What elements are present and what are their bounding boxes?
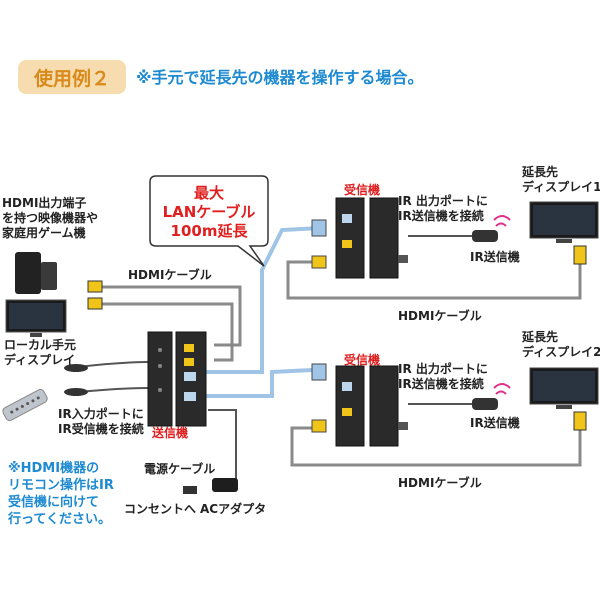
local-display-line2: ディスプレイ xyxy=(4,353,76,367)
remote-note-line4: 行ってください。 xyxy=(8,512,111,527)
receiver-2-ir-line1: IR 出力ポートに xyxy=(398,362,488,376)
callout-line3: 100m延長 xyxy=(170,222,248,240)
lan-cable-2 xyxy=(206,368,313,398)
hdmi-cable-display1 xyxy=(286,260,582,300)
receiver-unit-2-icon xyxy=(335,365,408,447)
receiver-2-cable-plugs xyxy=(311,363,327,433)
ir-receiver-cables xyxy=(77,361,151,393)
hdmi-connector-source-icon xyxy=(87,280,103,310)
receiver-1-cable-plugs xyxy=(311,219,327,269)
receiver-2-hdmi-cable-label: HDMIケーブル xyxy=(398,476,482,490)
receiver-2-ir-label: IR 出力ポートに IR送信機を接続 xyxy=(398,362,488,392)
lan-callout-bubble xyxy=(149,175,269,267)
ac-adapter-icon xyxy=(183,478,238,494)
receiver-unit-1-icon xyxy=(335,197,408,279)
lan-cable-1 xyxy=(206,226,321,374)
receiver-1-ir-line1: IR 出力ポートに xyxy=(398,194,488,208)
outlet-label: コンセントへ xyxy=(124,502,197,516)
ir-sender-2-icon xyxy=(408,383,511,410)
hdmi-cable-display2 xyxy=(290,426,582,467)
lan-callout-text: 最大 LANケーブル 100m延長 xyxy=(152,184,266,241)
local-display-line1: ローカル手元 xyxy=(4,338,77,352)
receiver-1-ir-label: IR 出力ポートに IR送信機を接続 xyxy=(398,194,488,224)
display-1-line2: ディスプレイ1 xyxy=(522,180,600,194)
example-badge: 使用例２ xyxy=(18,60,126,94)
remote-note-line2: リモコン操作はIR xyxy=(8,478,114,493)
receiver-2-title: 受信機 xyxy=(344,353,381,367)
ac-adapter-label: ACアダプタ xyxy=(200,502,267,516)
hdmi-cable-label: HDMIケーブル xyxy=(128,268,212,282)
hdmi-source-line3: 家庭用ゲーム機 xyxy=(2,226,86,240)
hdmi-source-line1: HDMI出力端子 xyxy=(2,196,87,210)
receiver-2-ir-line2: IR送信機を接続 xyxy=(398,377,484,391)
ir-input-line1: IR入力ポートに xyxy=(58,407,144,421)
hdmi-source-line2: を持つ映像機器や xyxy=(2,211,99,225)
receiver-1-ir-line2: IR送信機を接続 xyxy=(398,209,484,223)
local-display-label: ローカル手元 ディスプレイ xyxy=(4,338,76,368)
ir-receiver-icon xyxy=(64,364,88,396)
display-1-label: 延長先 ディスプレイ1 xyxy=(522,165,600,195)
extended-display-2-icon xyxy=(529,367,599,431)
transmitter-unit-icon xyxy=(147,331,207,427)
display-2-line1: 延長先 xyxy=(522,330,559,344)
local-display-icon xyxy=(5,299,67,337)
receiver-1-hdmi-cable-label: HDMIケーブル xyxy=(398,309,482,323)
remote-control-icon xyxy=(2,388,48,422)
header-note: ※手元で延長先の機器を操作する場合。 xyxy=(136,68,424,87)
remote-note: ※HDMI機器の リモコン操作はIR 受信機に向けて 行ってください。 xyxy=(8,460,114,528)
remote-note-line1: ※HDMI機器の xyxy=(8,461,100,476)
hdmi-source-label: HDMI出力端子 を持つ映像機器や 家庭用ゲーム機 xyxy=(2,196,98,241)
callout-line1: 最大 xyxy=(193,184,224,202)
power-cable-label: 電源ケーブル xyxy=(144,462,216,476)
ir-sender-1-icon xyxy=(408,215,511,242)
ir-sender-2-label: IR送信機 xyxy=(470,416,520,430)
ir-sender-1-label: IR送信機 xyxy=(470,250,520,264)
display-1-line1: 延長先 xyxy=(522,165,559,179)
ir-input-line2: IR受信機を接続 xyxy=(58,422,144,436)
transmitter-label: 送信機 xyxy=(152,426,189,440)
remote-note-line3: 受信機に向けて xyxy=(8,495,100,510)
game-console-icon xyxy=(15,252,57,294)
ir-input-label: IR入力ポートに IR受信機を接続 xyxy=(58,407,144,437)
display-2-label: 延長先 ディスプレイ2 xyxy=(522,330,600,360)
display-2-line2: ディスプレイ2 xyxy=(522,345,600,359)
callout-line2: LANケーブル xyxy=(162,203,256,221)
receiver-1-title: 受信機 xyxy=(344,183,381,197)
extended-display-1-icon xyxy=(529,201,599,265)
hdmi-cable-source xyxy=(100,285,242,362)
